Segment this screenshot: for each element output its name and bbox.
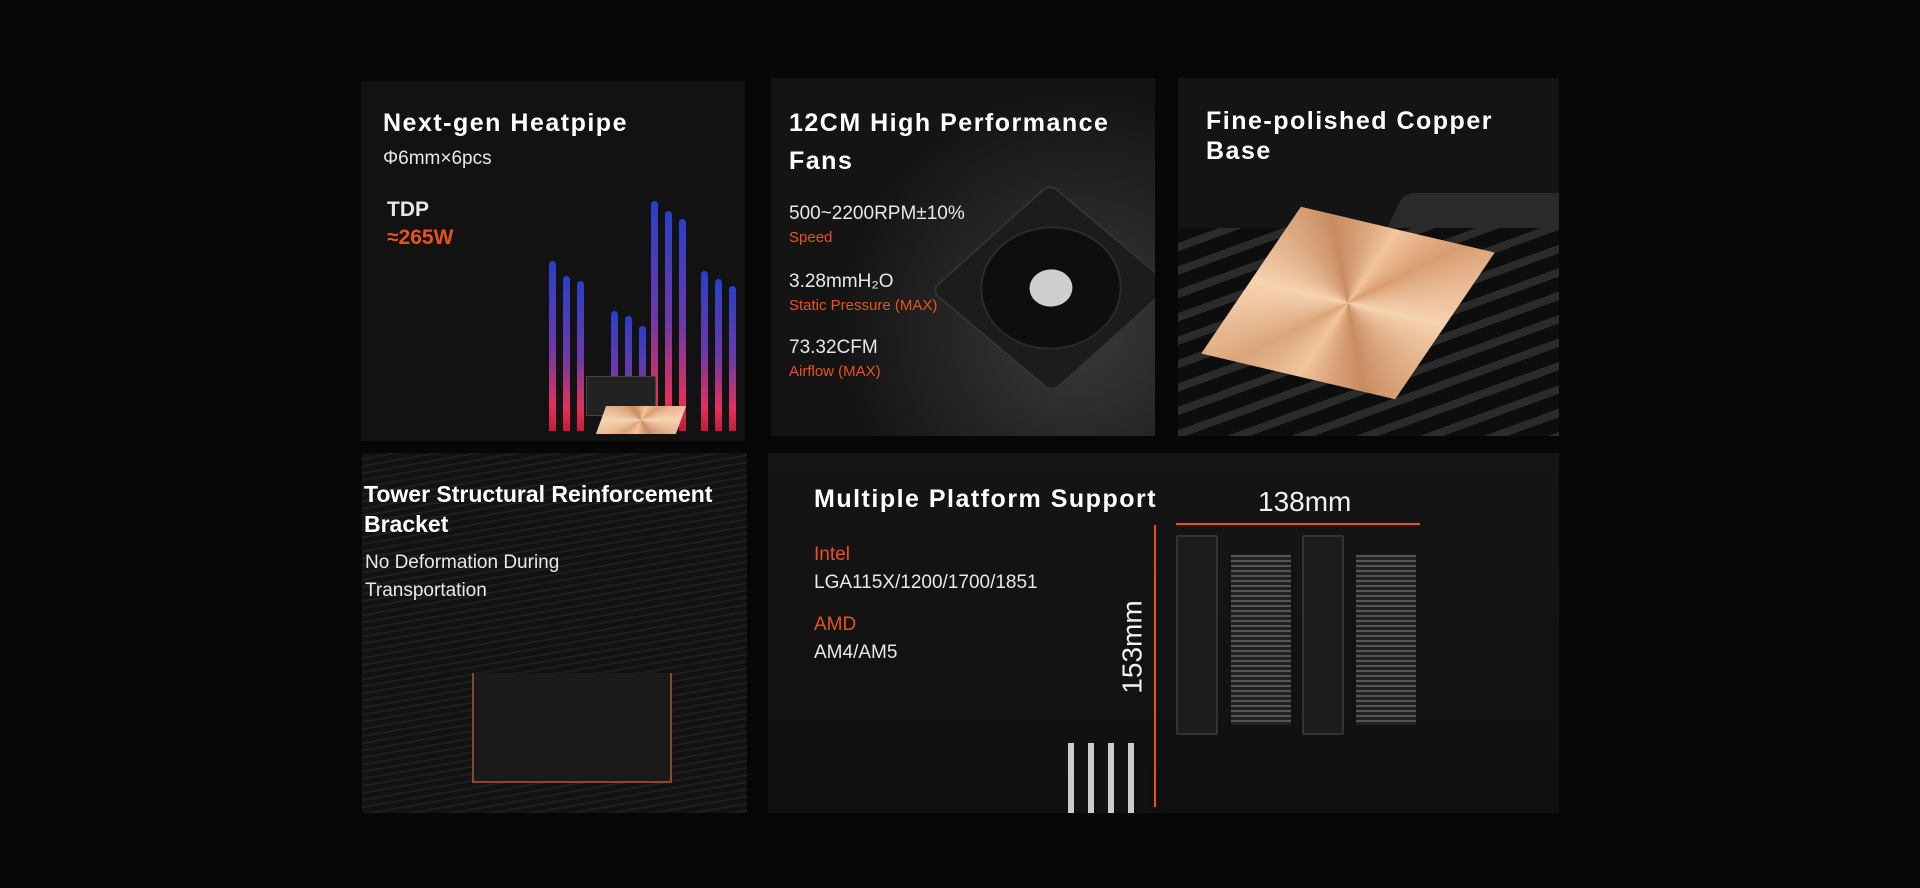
height-line (1154, 525, 1156, 807)
heatpipe-spec: Φ6mm×6pcs (383, 148, 492, 169)
tdp-label: TDP (387, 198, 429, 221)
bracket-title-line1: Tower Structural Reinforcement (364, 481, 713, 507)
speed-label: Speed (789, 229, 833, 246)
bracket-desc-line2: Transportation (365, 580, 487, 601)
intel-label: Intel (814, 544, 850, 565)
bracket-image (472, 673, 672, 783)
copper-title-line2: Base (1206, 137, 1272, 165)
heatpipe-image (541, 151, 741, 441)
pressure-label: Static Pressure (MAX) (789, 297, 938, 314)
heatpipe-panel: Next-gen Heatpipe Φ6mm×6pcs TDP ≈265W (361, 81, 745, 441)
copper-title-line1: Fine-polished Copper (1206, 107, 1493, 135)
cooler-image (1176, 535, 1416, 735)
intel-sockets: LGA115X/1200/1700/1851 (814, 572, 1038, 593)
width-line (1176, 523, 1420, 525)
platform-panel: Multiple Platform Support Intel LGA115X/… (768, 453, 1559, 813)
fans-title-line2: Fans (789, 147, 854, 175)
bracket-title-line2: Bracket (364, 511, 449, 537)
tdp-value: ≈265W (387, 226, 454, 249)
airflow-value: 73.32CFM (789, 337, 878, 358)
amd-sockets: AM4/AM5 (814, 642, 898, 663)
height-dimension: 153mm (1116, 600, 1148, 694)
fans-title-line1: 12CM High Performance (789, 109, 1110, 137)
airflow-label: Airflow (MAX) (789, 363, 881, 380)
memory-slots (1068, 743, 1148, 813)
platform-title: Multiple Platform Support (814, 485, 1158, 513)
pressure-value: 3.28mmH₂O (789, 271, 894, 292)
bracket-desc-line1: No Deformation During (365, 552, 560, 573)
width-dimension: 138mm (1258, 486, 1352, 517)
heatpipe-title: Next-gen Heatpipe (383, 109, 628, 137)
speed-value: 500~2200RPM±10% (789, 203, 965, 224)
amd-label: AMD (814, 614, 857, 635)
